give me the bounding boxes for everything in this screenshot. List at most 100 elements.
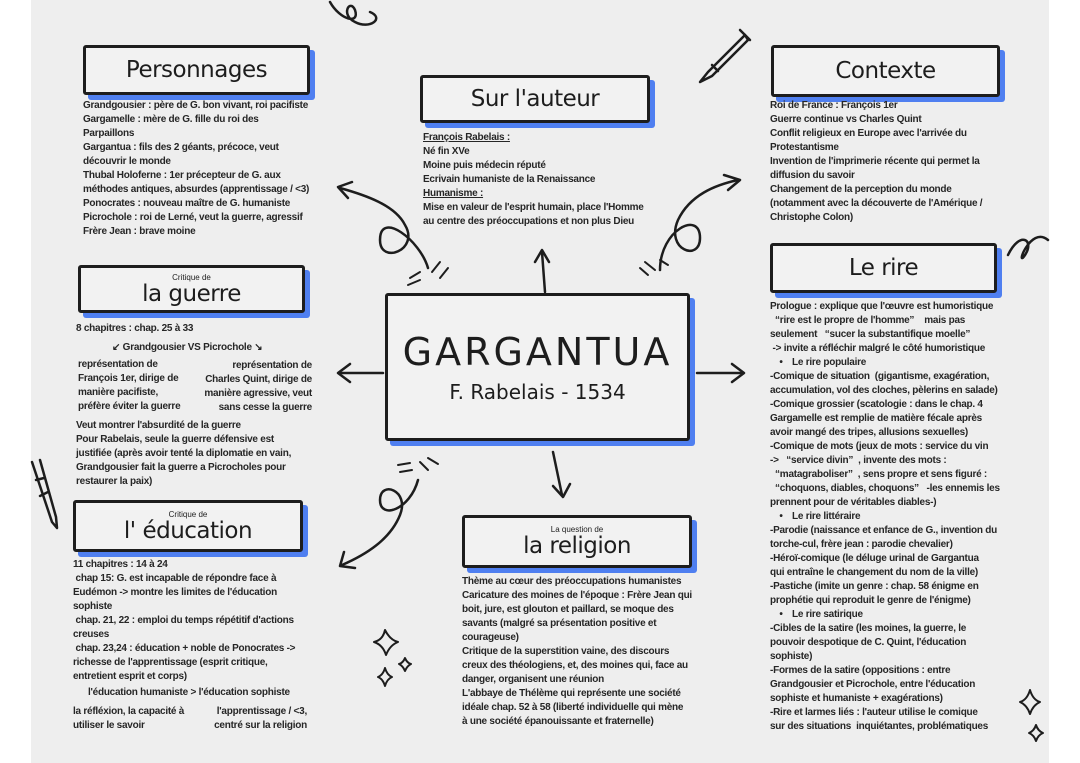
text-line: prennent pour de véritables diables-): [770, 497, 937, 508]
text-line: Parpaillons: [83, 128, 135, 139]
text-line: danger, organisent une réunion: [462, 674, 604, 685]
text-line: “rire est le propre de l'homme” mais pas: [770, 315, 966, 326]
religion-text: Thème au cœur des préoccupations humanis…: [462, 575, 692, 729]
text-line: creux des théologiens, et, des moines qu…: [462, 660, 688, 671]
text-line: François 1er, dirige de: [78, 373, 179, 384]
text-line: Prologue : explique que l'œuvre est humo…: [770, 301, 994, 312]
contexte-title: Contexte: [835, 58, 936, 84]
text-line: Moine puis médecin réputé: [423, 160, 546, 171]
text-line: savants (malgré sa présentation positive…: [462, 618, 657, 629]
text-line: -> invite a réfléchir malgré le côté hum…: [770, 343, 986, 354]
personnages-header: Personnages: [83, 45, 310, 95]
text-line: -Cibles de la satire (les moines, la gue…: [770, 623, 967, 634]
guerre-kicker: Critique de: [172, 272, 211, 282]
bullet-heading: Le rire satirique: [770, 608, 1000, 622]
curly-arrow-bottom-left: [338, 478, 420, 570]
central-title: GARGANTUA: [402, 330, 673, 374]
text-line: préfère éviter la guerre: [78, 401, 181, 412]
education-compare: l'éducation humaniste > l'éducation soph…: [88, 687, 290, 698]
text-line: sophiste: [73, 601, 113, 612]
curly-arrow-top-right: [658, 173, 742, 272]
text-line: sophiste et humaniste + exagérations): [770, 693, 943, 704]
text-line: Ecrivain humaniste de la Renaissance: [423, 174, 596, 185]
guerre-title: la guerre: [142, 280, 241, 307]
text-line: Humanisme :: [423, 188, 484, 199]
squiggle-top-icon: [328, 0, 378, 26]
spark-lines: [397, 259, 669, 473]
arrow-right: [695, 362, 746, 384]
religion-title: la religion: [523, 533, 631, 559]
text-line: diffusion du savoir: [770, 170, 855, 181]
text-line: -Héroï-comique (le déluge urinal de Garg…: [770, 553, 979, 564]
text-line: Thème au cœur des préoccupations humanis…: [462, 576, 682, 587]
text-line: boit, jure, est glouton et paillard, se …: [462, 604, 674, 615]
contexte-header: Contexte: [771, 45, 1000, 97]
text-line: restaurer la paix): [76, 476, 153, 487]
text-line: 11 chapitres : 14 à 24: [73, 559, 168, 570]
pencil-top-icon: [698, 28, 752, 84]
text-line: -Comique de mots (jeux de mots : service…: [770, 441, 989, 452]
auteur-header: Sur l'auteur: [420, 75, 650, 123]
text-line: Protestantisme: [770, 142, 839, 153]
text-line: -Parodie (naissance et enfance de G., in…: [770, 525, 998, 536]
text-line: Roi de France : François 1er: [770, 100, 898, 111]
text-line: -> “service divin” , invente des mots :: [770, 455, 947, 466]
rire-text: Prologue : explique que l'œuvre est humo…: [770, 300, 1000, 734]
pencil-left-icon: [30, 458, 59, 530]
text-line: sur des situations inquiétantes, problém…: [770, 721, 989, 732]
text-line: Ponocrates : nouveau maître de G. humani…: [83, 198, 291, 209]
religion-kicker: La question de: [550, 525, 604, 534]
sparkle-stars-icon: [373, 629, 1044, 742]
text-line: François Rabelais :: [423, 132, 510, 143]
text-line: Changement de la perception du monde: [770, 184, 952, 195]
text-line: Critique de la superstition vaine, des d…: [462, 646, 670, 657]
text-line: Frère Jean : brave moine: [83, 226, 196, 237]
education-right-column: l'apprentissage / <3, centré sur la relig…: [195, 705, 307, 733]
text-line: à une société épanouissante et fraternel…: [462, 716, 654, 727]
text-line: l'apprentissage / <3,: [216, 706, 307, 717]
text-line: la réfléxion, la capacité à: [73, 706, 185, 717]
personnages-title: Personnages: [125, 57, 268, 83]
text-line: L'abbaye de Thélème qui représente une s…: [462, 688, 681, 699]
text-line: -Comique de situation (gigantisme, exagé…: [770, 371, 990, 382]
arrow-down: [551, 450, 572, 499]
text-line: entretient esprit et corps): [73, 671, 187, 682]
central-topic-box: GARGANTUA F. Rabelais - 1534: [385, 293, 690, 441]
rire-title: Le rire: [848, 255, 919, 281]
text-line: sophiste): [770, 651, 813, 662]
text-line: Grandgousier fait la guerre a Picrochole…: [76, 462, 286, 473]
guerre-versus: ↙ Grandgousier VS Picrochole ↘: [112, 342, 263, 353]
text-line: pouvoir despotique de C. Quint, l'éducat…: [770, 637, 967, 648]
central-subtitle: F. Rabelais - 1534: [449, 380, 626, 404]
auteur-title: Sur l'auteur: [470, 86, 600, 112]
text-line: Grandgousier : père de G. bon vivant, ro…: [83, 100, 309, 111]
guerre-intro: 8 chapitres : chap. 25 à 33: [76, 323, 194, 334]
arrow-up: [533, 248, 551, 294]
squiggle-right-icon: [1006, 235, 1050, 260]
text-line: avoir mangé des tripes, allusions sexuel…: [770, 427, 968, 438]
text-line: chap 15: G. est incapable de répondre fa…: [73, 573, 277, 584]
text-line: richesse de l'apprentissage (esprit crit…: [73, 657, 268, 668]
text-line: -Pastiche (imite un genre : chap. 58 éni…: [770, 581, 979, 592]
rire-header: Le rire: [770, 243, 997, 293]
curly-arrow-top-left: [336, 180, 430, 270]
text-line: Gargantua : fils des 2 géants, précoce, …: [83, 142, 279, 153]
text-line: Conflit religieux en Europe avec l'arriv…: [770, 128, 967, 139]
text-line: Gargamelle est remplie de matière fécale…: [770, 413, 982, 424]
text-line: “choquons, diables, choquons” -les ennem…: [770, 483, 1000, 494]
text-line: sans cesse la guerre: [218, 402, 313, 413]
text-line: Né fin XVe: [423, 146, 470, 157]
text-line: Gargamelle : mère de G. fille du roi des: [83, 114, 259, 125]
text-line: Christophe Colon): [770, 212, 853, 223]
personnages-text: Grandgousier : père de G. bon vivant, ro…: [83, 99, 309, 239]
text-line: centré sur la religion: [214, 720, 307, 731]
bullet-heading: Le rire littéraire: [770, 510, 1000, 524]
text-line: Pour Rabelais, seule la guerre défensive…: [76, 434, 274, 445]
text-line: Mise en valeur de l'esprit humain, place…: [423, 202, 644, 213]
